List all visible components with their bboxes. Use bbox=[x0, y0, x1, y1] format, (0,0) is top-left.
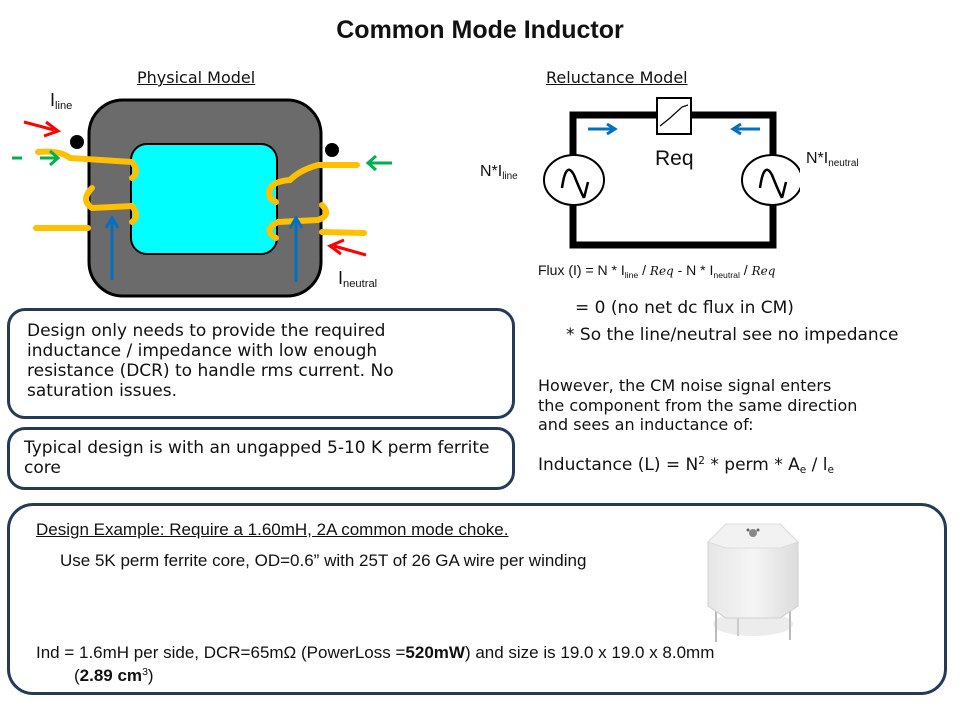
reluctance-element bbox=[656, 97, 692, 135]
design-requirements-text: Design only needs to provide the require… bbox=[27, 321, 394, 401]
reluctance-model-heading: Reluctance Model bbox=[546, 68, 688, 87]
choke-component-photo bbox=[707, 523, 799, 642]
source-line-label: N*Iline bbox=[480, 163, 518, 182]
flux-result: = 0 (no net dc flux in CM) bbox=[575, 298, 794, 318]
flux-equation: Flux (I) = N * Iline / Req - N * Ineutra… bbox=[538, 262, 776, 280]
cm-arrow-right-icon bbox=[365, 154, 392, 172]
cm-arrow-left-icon bbox=[12, 149, 61, 167]
i-line-label: Iline bbox=[50, 90, 73, 112]
physical-model-heading: Physical Model bbox=[137, 68, 256, 87]
core-window bbox=[130, 143, 278, 255]
typical-design-box: Typical design is with an ungapped 5-10 … bbox=[7, 427, 515, 490]
reluctance-circuit-diagram bbox=[543, 97, 800, 249]
physical-model-diagram bbox=[12, 98, 392, 298]
page-title: Common Mode Inductor bbox=[336, 16, 624, 44]
polarity-dot-left bbox=[70, 135, 84, 149]
inductance-equation: Inductance (L) = N2 * perm * Ae / le bbox=[538, 455, 834, 476]
i-neutral-label: Ineutral bbox=[338, 268, 378, 290]
flux-arrow-left-icon bbox=[104, 215, 120, 280]
current-arrow-line-icon bbox=[23, 120, 62, 138]
cm-noise-text: However, the CM noise signal enters the … bbox=[538, 376, 858, 434]
source-neutral-icon bbox=[741, 154, 800, 206]
current-arrow-neutral-icon bbox=[326, 238, 367, 257]
design-example-volume: (2.89 cm3) bbox=[74, 666, 154, 685]
polarity-dot-right bbox=[325, 143, 339, 157]
design-example-heading: Design Example: Require a 1.60mH, 2A com… bbox=[36, 520, 509, 539]
flux-arrow-right-icon bbox=[588, 122, 618, 136]
design-example-box: Design Example: Require a 1.60mH, 2A com… bbox=[7, 503, 947, 695]
flux-note: * So the line/neutral see no impedance bbox=[566, 325, 899, 345]
design-example-result: Ind = 1.6mH per side, DCR=65mΩ (PowerLos… bbox=[36, 643, 715, 662]
design-requirements-box: Design only needs to provide the require… bbox=[7, 308, 515, 419]
typical-design-text: Typical design is with an ungapped 5-10 … bbox=[24, 438, 490, 478]
flux-arrow-left-icon bbox=[730, 122, 760, 136]
source-neutral-label: N*Ineutral bbox=[806, 150, 859, 169]
source-line-icon bbox=[543, 154, 605, 206]
design-example-detail: Use 5K perm ferrite core, OD=0.6” with 2… bbox=[60, 551, 587, 570]
req-label: Req bbox=[655, 147, 694, 170]
flux-arrow-right-icon bbox=[288, 215, 304, 282]
